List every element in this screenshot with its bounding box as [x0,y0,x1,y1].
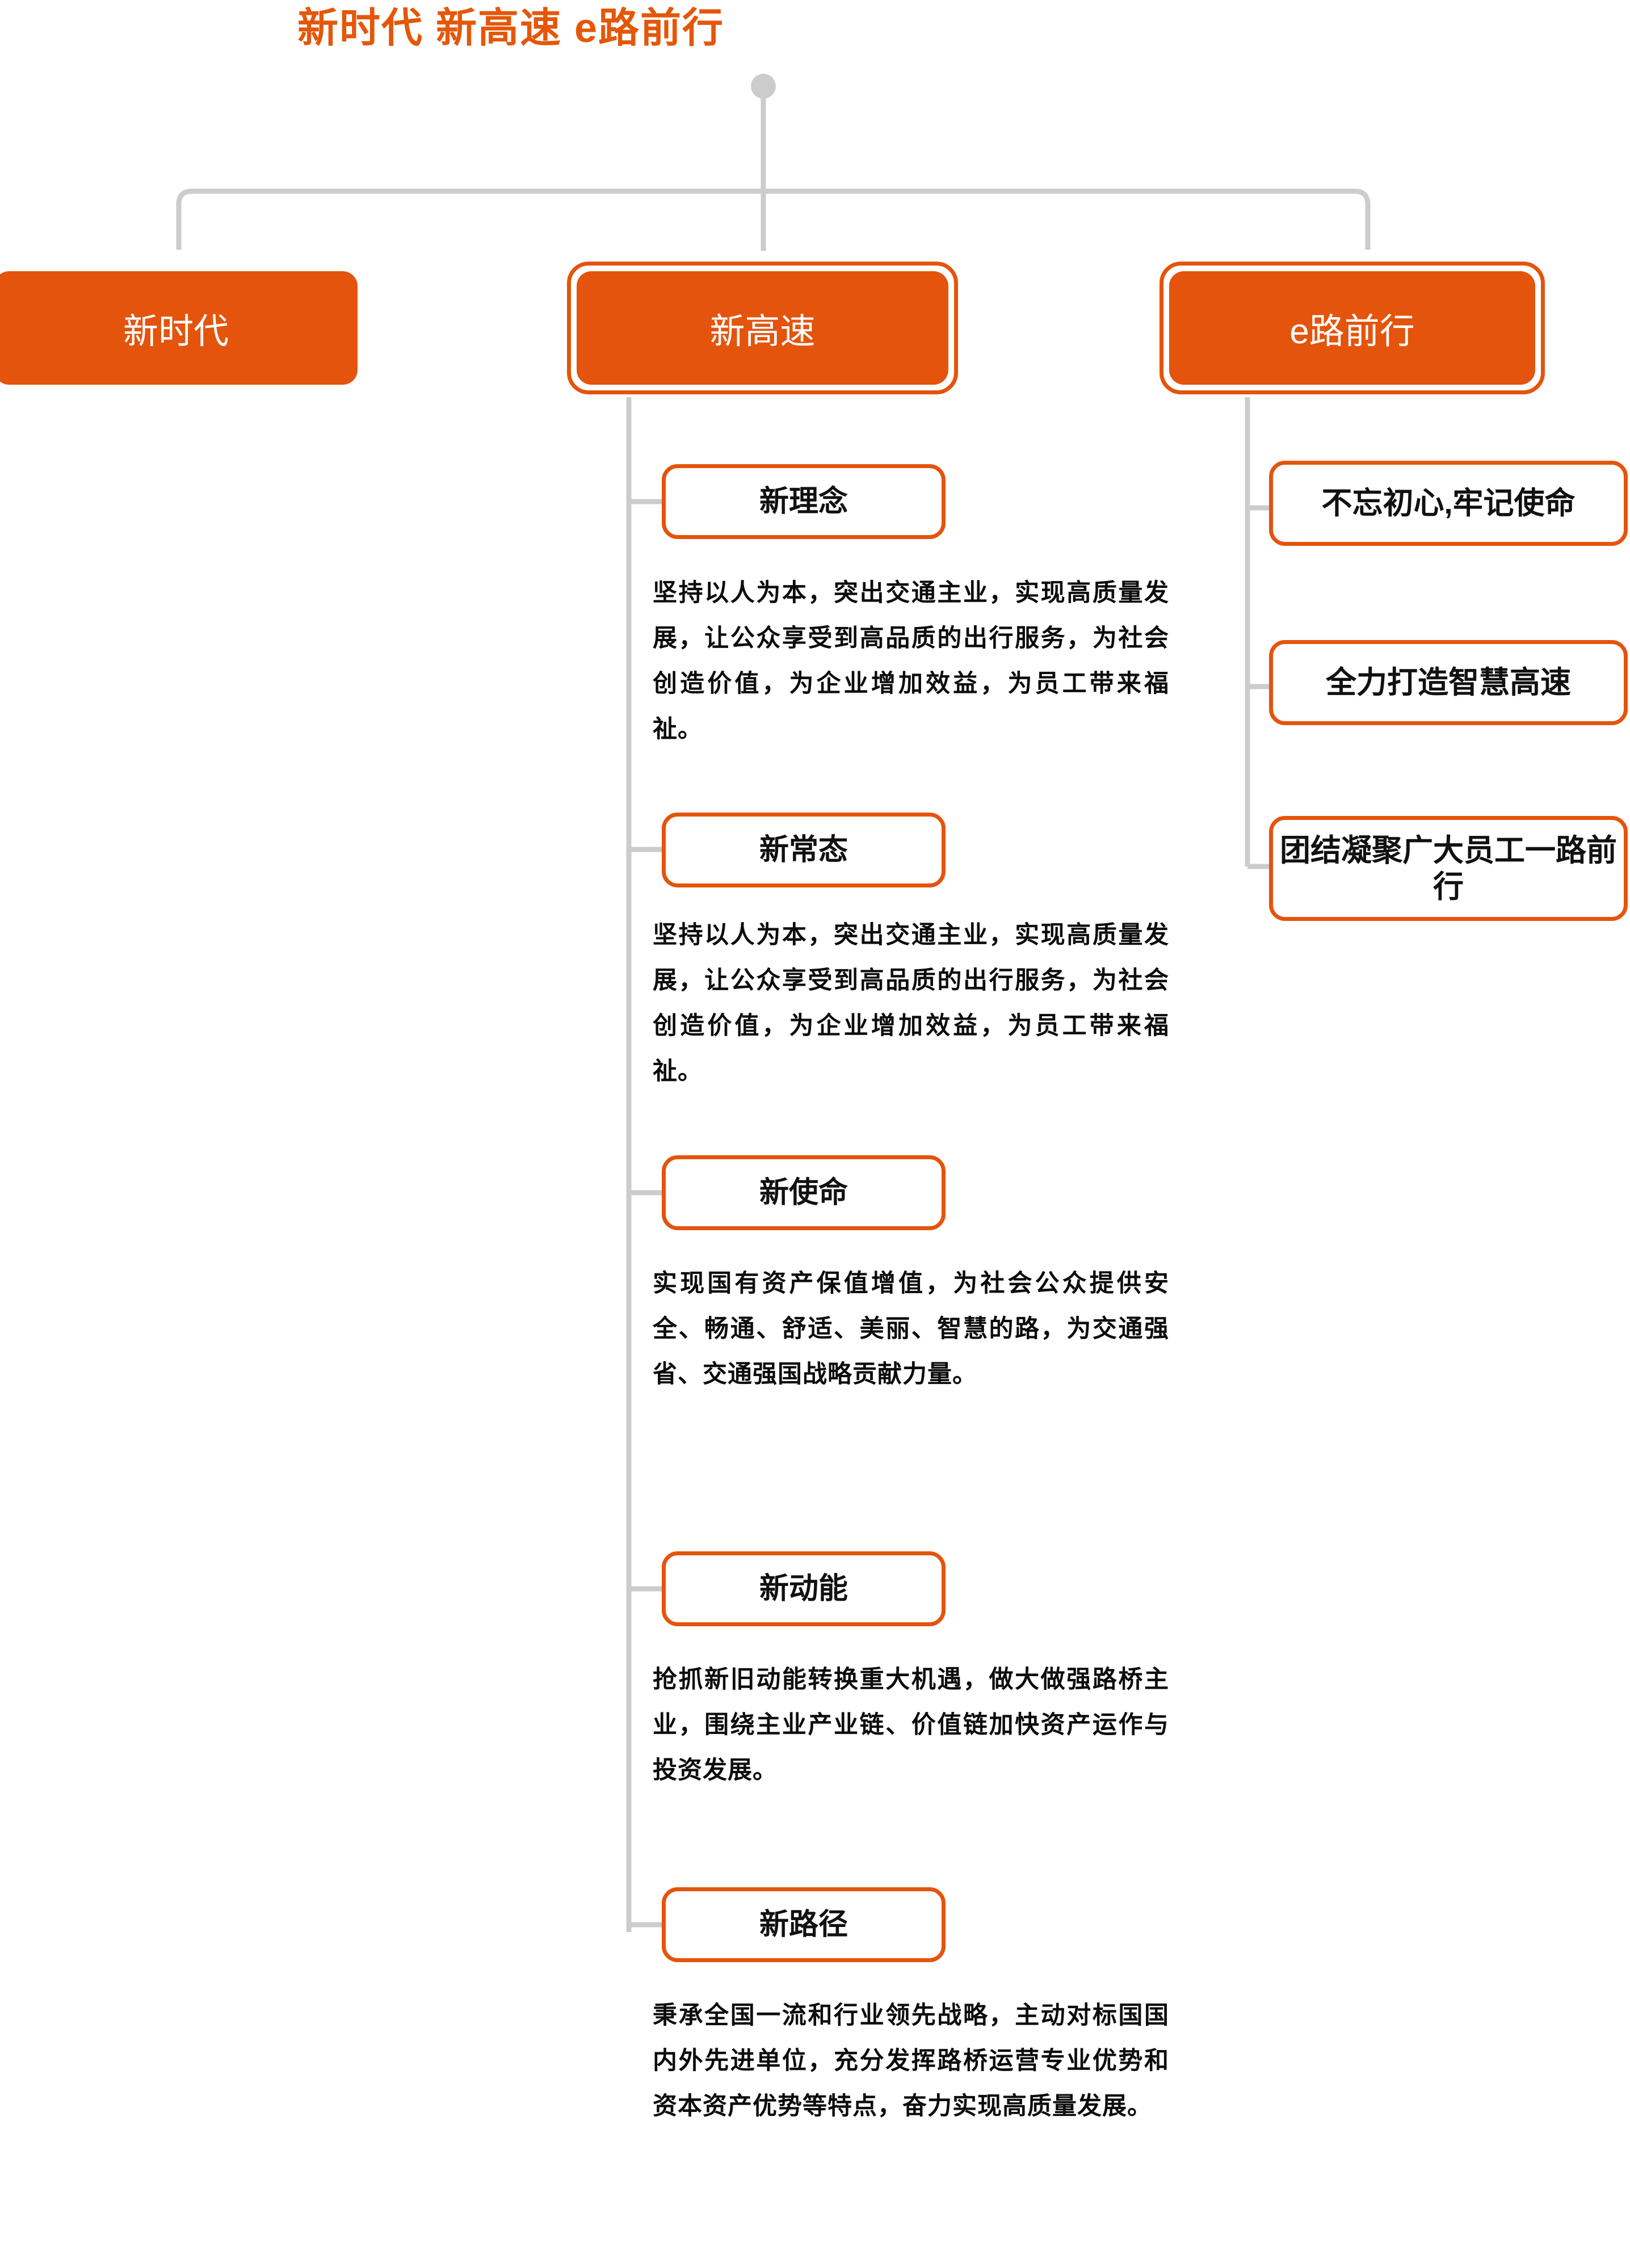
page-title: 新时代 新高速 e路前行 [297,6,725,51]
paragraph-xindongneng: 抢抓新旧动能转换重大机遇，做大做强路桥主业，围绕主业产业链、价值链加快资产运作与… [653,1666,1169,1784]
branch-node-label: e路前行 [1289,312,1415,351]
subnode-xinshiming[interactable]: 新使命 [662,1155,946,1230]
subnode-tuanjieningju[interactable]: 团结凝聚广大员工一路前行 [1269,816,1628,921]
subnode-xinlinian[interactable]: 新理念 [662,464,946,539]
paragraph-xinlinian: 坚持以人为本，突出交通主业，实现高质量发展，让公众享受到高品质的出行服务，为社会… [653,579,1169,743]
paragraph-xinshiming: 实现国有资产保值增值，为社会公众提供安全、畅通、舒适、美丽、智慧的路，为交通强省… [653,1270,1169,1388]
subnode-label: 新路径 [759,1908,848,1941]
subnode-xinlujing[interactable]: 新路径 [662,1887,946,1962]
root-bullet-icon [751,74,776,99]
branch-node-eluqianxing[interactable]: e路前行 [1160,262,1545,394]
subnode-label: 团结凝聚广大员工一路前行 [1280,833,1617,904]
subnode-xindongneng[interactable]: 新动能 [662,1551,946,1626]
paragraph-xinlujing: 秉承全国一流和行业领先战略，主动对标国国内外先进单位，充分发挥路桥运营专业优势和… [653,2002,1169,2120]
branch-node-label: 新高速 [709,312,816,351]
paragraph-xinchangtai: 坚持以人为本，突出交通主业，实现高质量发展，让公众享受到高品质的出行服务，为社会… [653,921,1169,1085]
subnode-label: 全力打造智慧高速 [1326,666,1571,700]
subnode-zhihuigaosu[interactable]: 全力打造智慧高速 [1269,640,1628,725]
subnode-xinchangtai[interactable]: 新常态 [662,813,946,887]
branch-node-xingaosu[interactable]: 新高速 [567,262,958,394]
subnode-label: 不忘初心,牢记使命 [1321,486,1576,520]
subnode-label: 新动能 [759,1572,848,1605]
branch-node-xinshidai[interactable]: 新时代 [0,271,358,385]
subnode-buwangchuxin[interactable]: 不忘初心,牢记使命 [1269,461,1628,546]
subnode-label: 新常态 [759,834,848,866]
subnode-label: 新使命 [759,1176,848,1209]
branch-node-label: 新时代 [123,312,229,351]
subnode-label: 新理念 [759,485,848,518]
